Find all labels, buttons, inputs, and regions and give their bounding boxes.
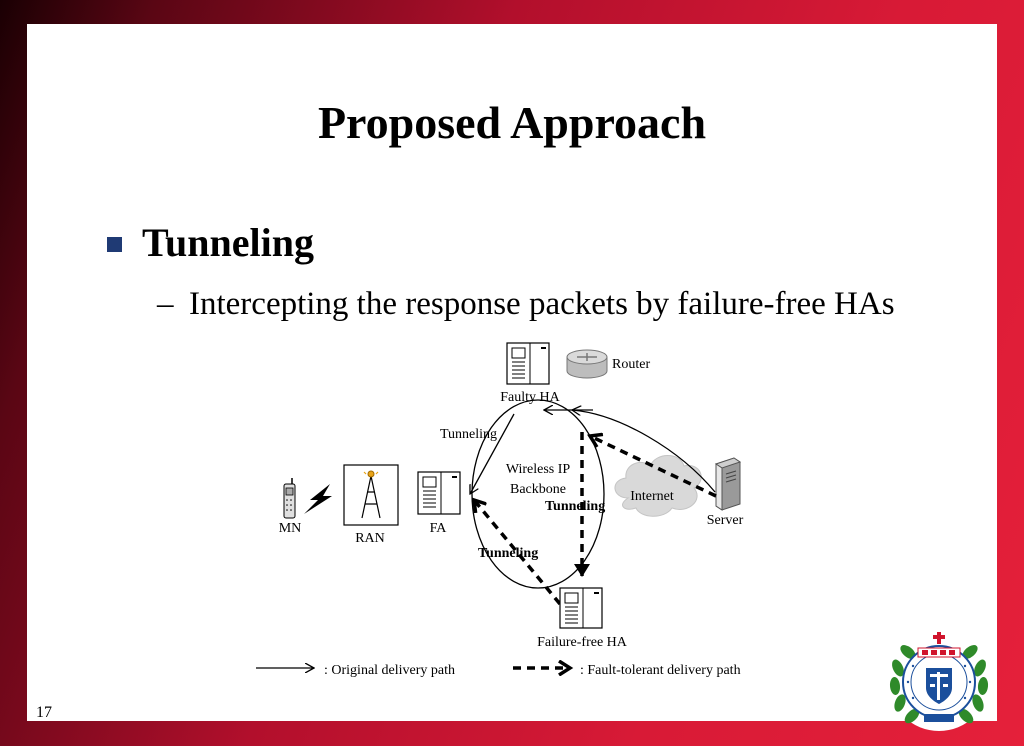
backbone-label-line2: Backbone bbox=[510, 482, 566, 497]
sub-bullet-text: Intercepting the response packets by fai… bbox=[189, 286, 895, 322]
failure-free-ha-server-icon bbox=[559, 587, 603, 629]
bullet-item: Tunneling bbox=[107, 219, 314, 266]
phone-icon bbox=[283, 478, 296, 519]
legend-fault-tolerant-label: : Fault-tolerant delivery path bbox=[580, 663, 741, 678]
bullet-square-icon bbox=[107, 237, 122, 252]
page-title: Proposed Approach bbox=[317, 97, 707, 148]
internet-cloud-icon bbox=[614, 455, 702, 517]
internet-label: Internet bbox=[630, 489, 674, 504]
lightning-icon bbox=[304, 484, 332, 514]
original-tunnel-ha-to-fa bbox=[470, 413, 515, 494]
faulty-ha-label: Faulty HA bbox=[500, 390, 560, 405]
page-number: 17 bbox=[36, 704, 52, 721]
tunneling-bold-right-label: Tunneling bbox=[545, 499, 605, 514]
fa-label: FA bbox=[430, 521, 448, 536]
sub-bullet-item: – Intercepting the response packets by f… bbox=[157, 282, 952, 327]
tunneling-original-label: Tunneling bbox=[440, 427, 497, 442]
ran-tower-icon bbox=[343, 464, 399, 526]
legend-original-label: : Original delivery path bbox=[324, 663, 455, 678]
router-label: Router bbox=[612, 357, 650, 372]
original-path-server-to-ha bbox=[572, 410, 716, 493]
server-label: Server bbox=[707, 513, 744, 528]
router-icon bbox=[566, 349, 608, 379]
fault-tolerant-path-to-fa bbox=[474, 500, 562, 606]
server-icon bbox=[714, 457, 742, 511]
backbone-label-line1: Wireless IP bbox=[506, 462, 571, 477]
slide-canvas: Proposed Approach Tunneling – Intercepti… bbox=[27, 24, 997, 721]
sub-bullet-dash: – bbox=[157, 286, 174, 322]
seal-logo bbox=[889, 631, 989, 731]
ran-label: RAN bbox=[355, 531, 385, 546]
failure-free-ha-label: Failure-free HA bbox=[537, 635, 628, 650]
mn-label: MN bbox=[279, 521, 302, 536]
fa-server-icon bbox=[417, 471, 461, 515]
fault-tolerant-path-server bbox=[590, 436, 717, 498]
tunneling-bold-left-label: Tunneling bbox=[478, 546, 538, 561]
bullet-text: Tunneling bbox=[142, 220, 314, 265]
faulty-ha-server-icon bbox=[506, 342, 550, 385]
